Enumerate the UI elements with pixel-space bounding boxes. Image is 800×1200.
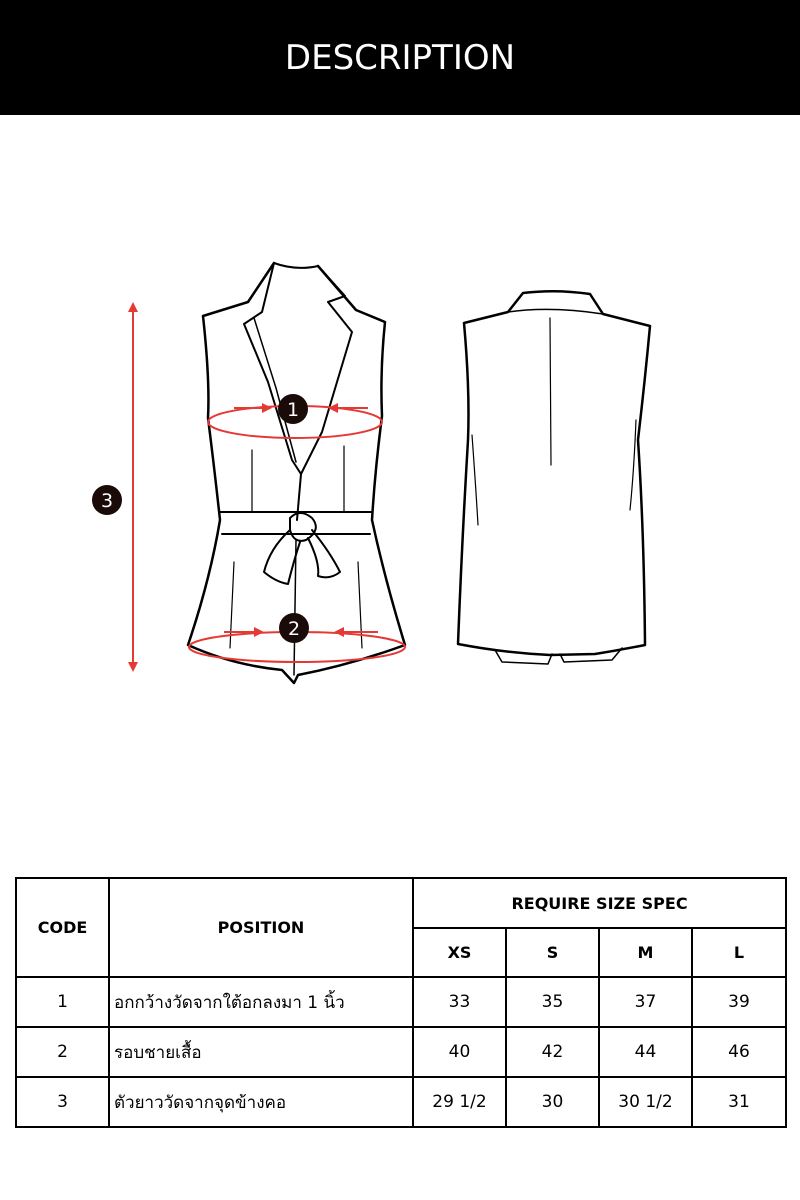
marker-3: 3 xyxy=(92,485,122,515)
front-vest-drawing xyxy=(186,261,407,685)
code-header: CODE xyxy=(15,877,110,978)
marker-1: 1 xyxy=(278,394,308,424)
row-value-s: 42 xyxy=(505,1026,600,1078)
row-value-s: 30 xyxy=(505,1076,600,1128)
row-code: 1 xyxy=(15,976,110,1028)
row-value-s: 35 xyxy=(505,976,600,1028)
page-title: DESCRIPTION xyxy=(284,37,516,78)
size-spec-table: CODE POSITION REQUIRE SIZE SPEC XS S M L… xyxy=(15,877,787,1128)
row-position: อกกว้างวัดจากใต้อกลงมา 1 นิ้ว xyxy=(108,976,414,1028)
size-header-l: L xyxy=(691,927,787,978)
size-header-xs: XS xyxy=(412,927,507,978)
size-spec-header: REQUIRE SIZE SPEC xyxy=(412,877,787,929)
svg-text:3: 3 xyxy=(101,490,113,512)
row-value-l: 46 xyxy=(691,1026,787,1078)
row-value-m: 37 xyxy=(598,976,693,1028)
row-value-xs: 40 xyxy=(412,1026,507,1078)
row-position: ตัวยาววัดจากจุดข้างคอ xyxy=(108,1076,414,1128)
row-value-xs: 29 1/2 xyxy=(412,1076,507,1128)
row-position: รอบชายเสื้อ xyxy=(108,1026,414,1078)
row-value-m: 30 1/2 xyxy=(598,1076,693,1128)
size-header-m: M xyxy=(598,927,693,978)
back-vest-drawing xyxy=(456,289,652,665)
vest-illustration: 1 2 3 xyxy=(92,261,652,685)
size-header-s: S xyxy=(505,927,600,978)
svg-text:2: 2 xyxy=(288,618,300,640)
table-row: 2 รอบชายเสื้อ 40 42 44 46 xyxy=(15,1026,787,1078)
marker-2: 2 xyxy=(279,613,309,643)
svg-text:1: 1 xyxy=(287,399,299,421)
row-value-l: 39 xyxy=(691,976,787,1028)
table-row: 1 อกกว้างวัดจากใต้อกลงมา 1 นิ้ว 33 35 37… xyxy=(15,976,787,1028)
row-code: 3 xyxy=(15,1076,110,1128)
row-value-m: 44 xyxy=(598,1026,693,1078)
row-value-xs: 33 xyxy=(412,976,507,1028)
table-row: 3 ตัวยาววัดจากจุดข้างคอ 29 1/2 30 30 1/2… xyxy=(15,1076,787,1128)
position-header: POSITION xyxy=(108,877,414,978)
row-value-l: 31 xyxy=(691,1076,787,1128)
header-bar: DESCRIPTION xyxy=(0,0,800,115)
row-code: 2 xyxy=(15,1026,110,1078)
